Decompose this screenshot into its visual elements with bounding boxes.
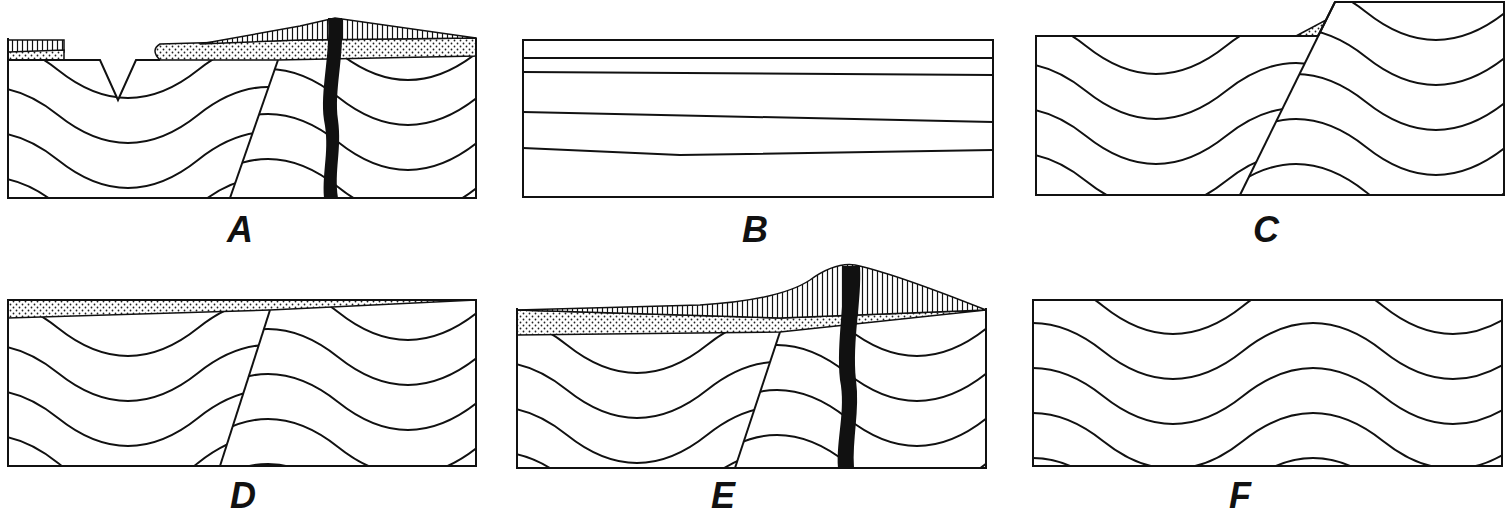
- fault-line: [735, 332, 780, 468]
- panel-b: [523, 40, 993, 197]
- sediment-layer: [8, 300, 476, 318]
- panel-letter: C: [1253, 212, 1279, 248]
- panel-letter: B: [742, 212, 768, 248]
- dike: [323, 18, 342, 198]
- sediment-remnant: [8, 50, 64, 60]
- volcano-cone: [517, 265, 986, 318]
- fault-line: [230, 60, 278, 198]
- fault-line: [220, 310, 270, 466]
- dike: [838, 266, 861, 468]
- panel-f: [963, 278, 1512, 514]
- sediment-layer: [155, 38, 476, 60]
- panel-c: [946, 0, 1512, 254]
- panel-letter: A: [227, 212, 253, 248]
- fault-line: [1240, 2, 1335, 195]
- panel-e: [427, 265, 1127, 516]
- panel-letter: D: [230, 478, 256, 514]
- panel-letter: F: [1229, 478, 1251, 514]
- panel-letter: E: [711, 478, 735, 514]
